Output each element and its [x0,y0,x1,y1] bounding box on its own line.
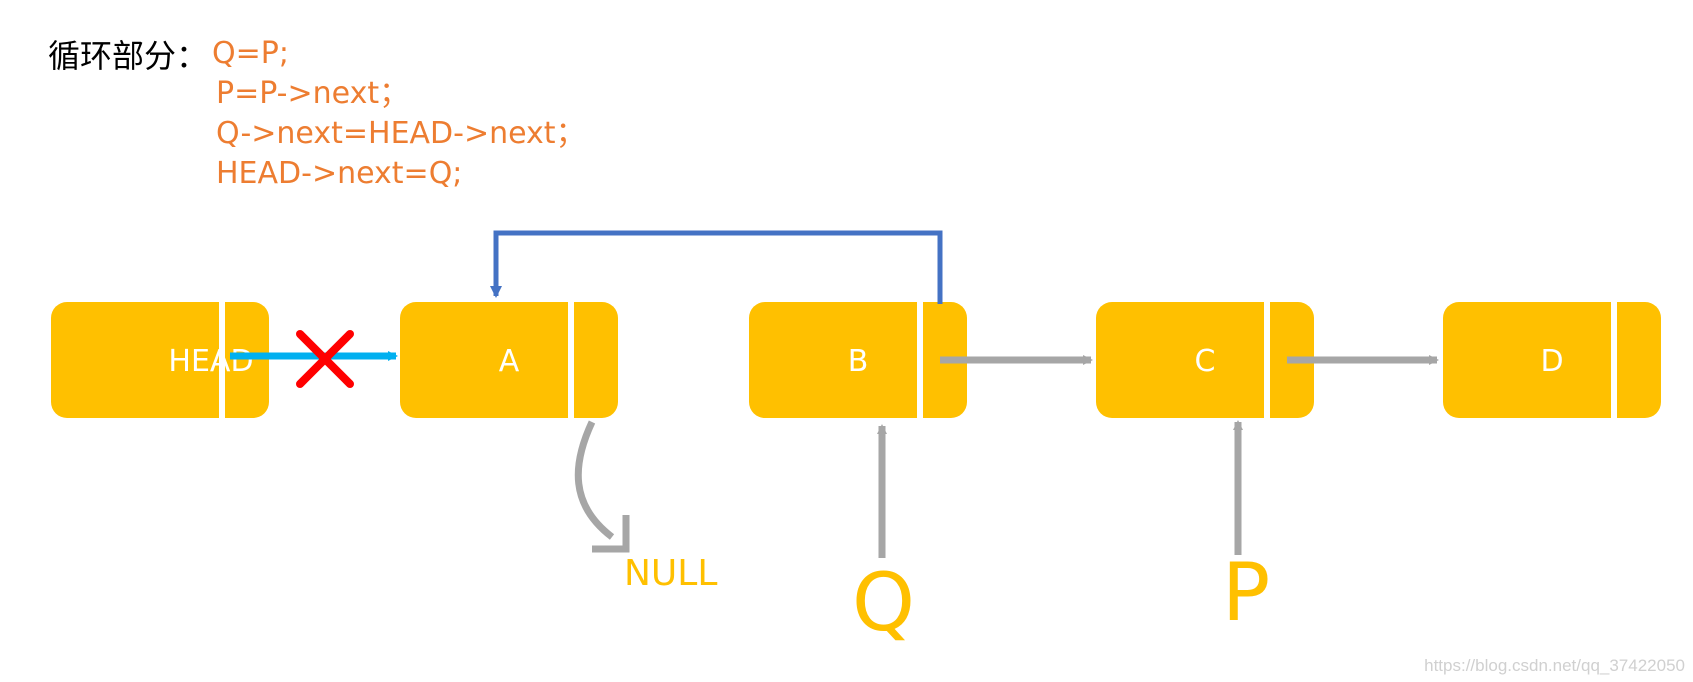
node-head: HEAD [51,302,269,418]
node-a: A [400,302,618,418]
link-a-to-null [574,420,615,540]
node-box-d [1443,302,1661,418]
node-box-c [1096,302,1314,418]
null-arrow-head [592,515,630,553]
node-label-c: C [1195,344,1216,379]
node-label-b: B [848,344,869,379]
watermark: https://blog.csdn.net/qq_37422050 [1424,656,1685,675]
node-box-b [749,302,967,418]
node-label-a: A [499,344,520,379]
loop-section-label: 循环部分： [48,37,209,75]
node-c: C [1096,302,1314,418]
pointer-q-label: Q [852,556,915,649]
red-x-icon [296,330,354,388]
node-label-d: D [1540,344,1563,379]
code-line-4: HEAD->next=Q; [216,156,463,191]
node-box-head [51,302,269,418]
pointer-p-label: P [1222,546,1270,639]
new-link-b-to-a [490,230,943,304]
code-line-2: P=P->next； [216,76,410,111]
node-label-head: HEAD [168,344,253,379]
node-b: B [749,302,967,418]
code-line-1: Q=P; [212,36,289,71]
node-d: D [1443,302,1661,418]
null-label: NULL [624,553,717,594]
code-line-3: Q->next=HEAD->next； [216,116,586,151]
node-box-a [400,302,618,418]
